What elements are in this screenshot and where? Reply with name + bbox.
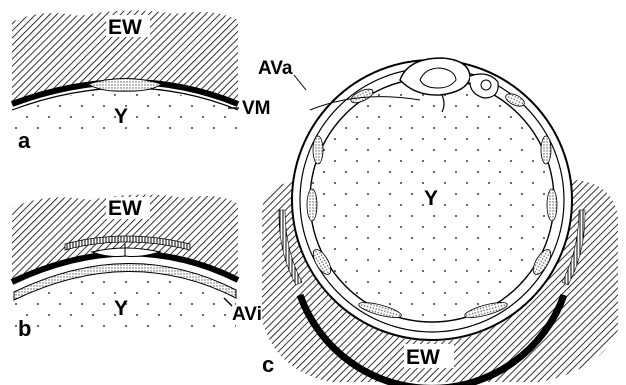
label-y-c: Y <box>424 187 438 210</box>
label-ew-b: EW <box>108 197 142 220</box>
panel-a: EW Y VM a <box>12 10 271 153</box>
panel-letter-b: b <box>18 316 31 341</box>
label-vm-a: VM <box>242 98 271 119</box>
panel-letter-a: a <box>18 128 31 153</box>
label-y-a: Y <box>114 105 128 128</box>
label-y-b: Y <box>114 297 128 320</box>
panel-b: EW Y AVi b <box>12 194 262 341</box>
panel-c: AVa Y EW c <box>258 58 618 385</box>
label-avi-b: AVi <box>232 304 262 325</box>
label-ew-a: EW <box>108 16 142 39</box>
label-ew-c: EW <box>406 346 440 369</box>
panel-letter-c: c <box>262 352 274 377</box>
label-ava-c: AVa <box>258 58 293 79</box>
